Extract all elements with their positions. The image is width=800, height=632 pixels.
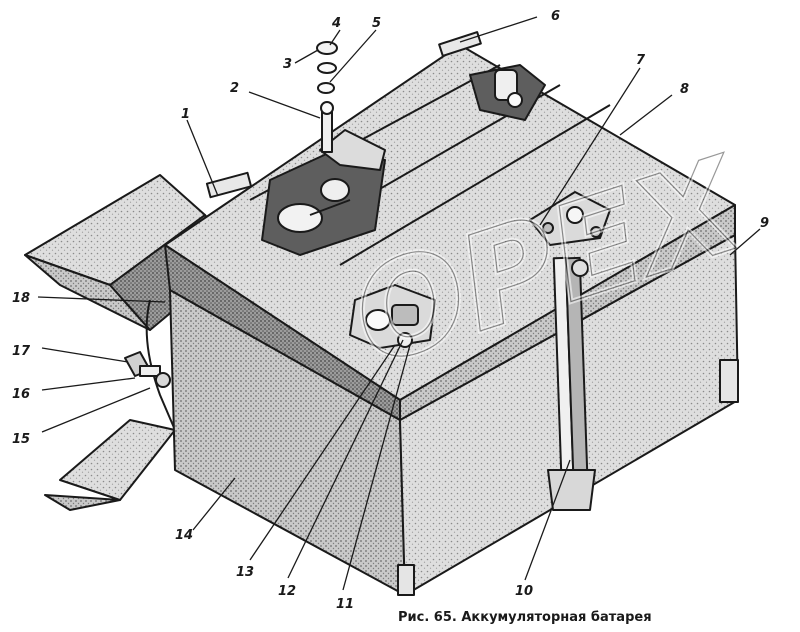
vent-cap-right xyxy=(529,191,611,246)
nut-washer-stack xyxy=(316,41,338,94)
front-terminal-clamp xyxy=(349,284,436,349)
callout-18: 18 xyxy=(12,291,30,306)
callout-13: 13 xyxy=(236,565,254,580)
callout-labels: 1 2 3 4 5 6 7 8 9 10 11 12 13 14 15 16 1… xyxy=(12,9,769,612)
callout-6: 6 xyxy=(551,9,560,24)
callout-17: 17 xyxy=(12,344,31,359)
callout-16: 16 xyxy=(12,387,30,402)
callout-3: 3 xyxy=(283,57,292,72)
callout-12: 12 xyxy=(278,584,296,599)
figure-caption: Рис. 65. Аккумуляторная батарея xyxy=(398,610,652,625)
rear-terminal-well xyxy=(469,64,546,121)
callout-10: 10 xyxy=(515,584,533,599)
callout-15: 15 xyxy=(12,432,30,447)
callout-2: 2 xyxy=(230,81,239,96)
callout-1: 1 xyxy=(181,107,190,122)
callout-7: 7 xyxy=(636,53,646,68)
callout-8: 8 xyxy=(680,82,689,97)
callout-14: 14 xyxy=(175,528,193,543)
leader-lines xyxy=(37,16,761,591)
side-bolt xyxy=(124,351,171,388)
callout-4: 4 xyxy=(331,16,341,31)
callout-9: 9 xyxy=(760,216,769,231)
callout-11: 11 xyxy=(336,597,354,612)
left-terminal-well xyxy=(261,101,386,256)
callout-5: 5 xyxy=(372,16,381,31)
hold-down-rod xyxy=(547,256,596,511)
